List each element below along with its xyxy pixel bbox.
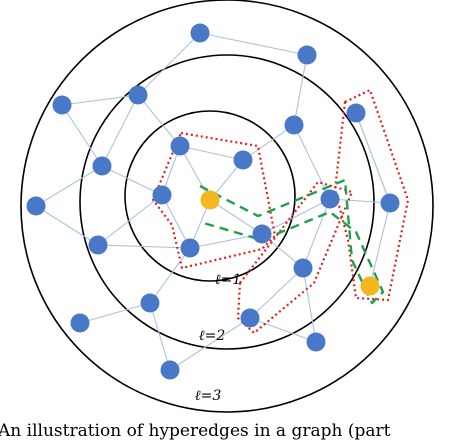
graph-edge xyxy=(249,267,304,319)
graph-node xyxy=(293,258,313,278)
graph-node xyxy=(170,136,190,156)
graph-node xyxy=(380,193,400,213)
graph-edge xyxy=(179,145,244,161)
graph-node xyxy=(26,196,46,216)
graph-edge xyxy=(35,205,99,246)
graph-node xyxy=(128,85,148,105)
graph-node xyxy=(160,360,180,380)
ring-outer xyxy=(20,0,434,413)
graph-edge xyxy=(149,247,191,304)
graph-edge xyxy=(209,199,263,235)
graph-edge xyxy=(302,198,331,269)
hyperedge-hull-mid xyxy=(236,180,354,335)
graph-node xyxy=(92,156,112,176)
graph-edge xyxy=(293,124,331,200)
ring-label-3: ℓ=3 xyxy=(195,388,222,404)
graph-node xyxy=(180,238,200,258)
graph-edge xyxy=(249,317,317,343)
figure-caption: An illustration of hyperedges in a graph… xyxy=(0,421,391,441)
graph-node xyxy=(240,308,260,328)
graph-edge xyxy=(179,145,211,201)
ring-label-2: ℓ=2 xyxy=(199,328,226,344)
graph-node xyxy=(88,235,108,255)
hyperedge-path xyxy=(199,178,385,305)
graph-edge xyxy=(199,32,308,56)
graph-edge xyxy=(97,194,163,246)
graph-edge xyxy=(35,165,103,207)
graph-node xyxy=(140,293,160,313)
ring-inner xyxy=(124,110,296,282)
hyperedge-hull-right xyxy=(333,88,410,302)
graph-edge xyxy=(302,267,317,343)
graph-node xyxy=(306,332,326,352)
graph-node xyxy=(190,23,210,43)
graph-edge xyxy=(137,32,201,96)
graph-node xyxy=(70,313,90,333)
graph-edge xyxy=(101,94,139,167)
graph-edge xyxy=(369,202,391,287)
graph-edge xyxy=(61,94,139,106)
graph-edge xyxy=(355,112,391,204)
graph-edge xyxy=(293,54,308,126)
graph-edge xyxy=(79,302,151,324)
highlight-node xyxy=(200,190,220,210)
graph-edge xyxy=(329,198,391,204)
graph-edge xyxy=(242,124,295,161)
graph-edge xyxy=(97,244,191,249)
graph-edge xyxy=(101,165,163,196)
graph-node xyxy=(346,103,366,123)
graph-edge xyxy=(161,194,191,249)
hyperedge-hull-center xyxy=(151,131,277,270)
graph-edge xyxy=(61,104,103,167)
graph-edge xyxy=(137,94,181,147)
graph-node xyxy=(320,189,340,209)
graph-node xyxy=(233,150,253,170)
graph-edge xyxy=(149,302,171,371)
graph-node xyxy=(52,95,72,115)
graph-node xyxy=(284,115,304,135)
graph-node xyxy=(297,45,317,65)
graph-node xyxy=(252,224,272,244)
graph-edge xyxy=(169,317,251,371)
highlight-node xyxy=(360,276,380,296)
nodes-layer xyxy=(26,23,400,380)
graph-node xyxy=(152,185,172,205)
ring-label-1: ℓ=1 xyxy=(215,272,241,288)
